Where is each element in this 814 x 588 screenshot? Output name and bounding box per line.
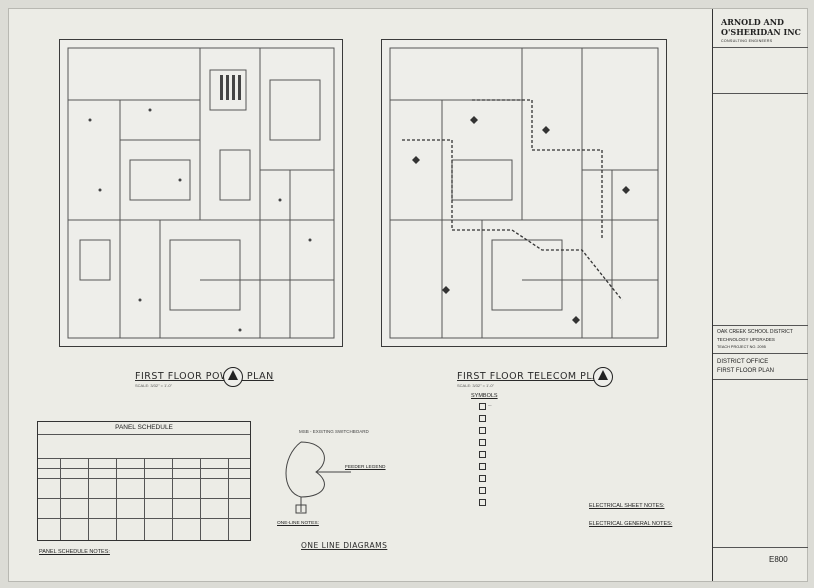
sheet-title-2: FIRST FLOOR PLAN	[717, 368, 774, 374]
telecom-plan-title: FIRST FLOOR TELECOM PLAN	[457, 371, 607, 382]
telecom-plan-scale: SCALE: 3/32" = 1'-0"	[457, 383, 495, 388]
telecom-plan-linework	[389, 47, 659, 339]
one-line-title: ONE LINE DIAGRAMS	[301, 541, 388, 550]
symbol-glyph	[479, 463, 486, 470]
sheet-title-1: DISTRICT OFFICE	[717, 359, 769, 365]
symbol-glyph	[479, 439, 486, 446]
firm-name-line1: ARNOLD AND	[721, 17, 784, 27]
symbol-description: —	[488, 403, 492, 407]
north-arrow-icon	[223, 367, 243, 387]
power-plan-linework	[67, 47, 335, 339]
client-name: OAK CREEK SCHOOL DISTRICT	[717, 329, 793, 335]
north-arrow-icon	[593, 367, 613, 387]
switchboard-label: MSB - EXISTING SWITCHBOARD	[299, 429, 369, 434]
power-plan-scale: SCALE: 3/32" = 1'-0"	[135, 383, 173, 388]
power-plan-title: FIRST FLOOR POWER PLAN	[135, 371, 274, 382]
project-name: TECHNOLOGY UPGRADES	[717, 337, 775, 342]
symbol-glyph	[479, 415, 486, 422]
panel-schedule-notes-heading: PANEL SCHEDULE NOTES:	[39, 549, 110, 555]
firm-tagline: CONSULTING ENGINEERS	[721, 39, 773, 43]
sheet-number: E800	[769, 555, 788, 564]
project-number: TEACH PROJECT NO. 2095	[717, 345, 766, 349]
title-block: ARNOLD AND O'SHERIDAN INC CONSULTING ENG…	[712, 9, 808, 581]
symbol-glyph	[479, 499, 486, 506]
one-line-notes-heading: ONE-LINE NOTES:	[277, 521, 319, 526]
symbols-heading: SYMBOLS	[471, 393, 498, 399]
firm-name-line2: O'SHERIDAN INC	[721, 27, 801, 37]
electrical-sheet-notes-heading: ELECTRICAL SHEET NOTES:	[589, 503, 665, 509]
power-plan-drawing	[59, 39, 343, 347]
drawing-sheet: FIRST FLOOR POWER PLAN SCALE: 3/32" = 1'…	[8, 8, 808, 582]
telecom-plan-drawing	[381, 39, 667, 347]
symbol-glyph	[479, 403, 486, 410]
electrical-general-notes-heading: ELECTRICAL GENERAL NOTES:	[589, 521, 673, 527]
one-line-diagram	[285, 441, 351, 514]
panel-schedule-table: PANEL SCHEDULE	[37, 421, 251, 541]
symbol-glyph	[479, 427, 486, 434]
symbol-glyph	[479, 487, 486, 494]
symbol-glyph	[479, 475, 486, 482]
panel-schedule-title: PANEL SCHEDULE	[115, 424, 173, 431]
feeder-legend-heading: FEEDER LEGEND	[345, 465, 386, 470]
symbol-glyph	[479, 451, 486, 458]
